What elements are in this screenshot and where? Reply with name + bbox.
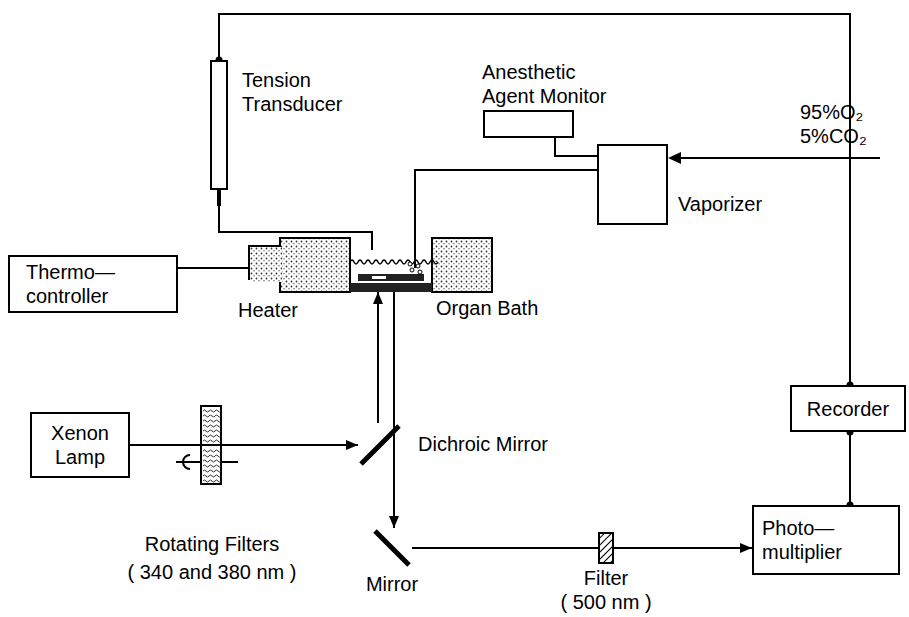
thermo-controller: Thermo— controller [8,255,178,313]
node-label: ( 340 and 380 nm ) [128,560,297,584]
connector [130,445,200,446]
rotating-filters-symbol [200,405,222,485]
node-label: Tension Transducer [242,68,362,116]
gas-inlet-arrow [668,152,681,164]
node-label: Photo— multiplier [762,516,862,564]
transducer-pin [217,190,221,206]
connector [219,206,372,250]
connector [389,292,399,528]
connector [222,440,358,450]
node-label: ( 500 nm ) [560,590,651,614]
node-label: Anesthetic Agent Monitor [482,60,624,108]
connector [216,14,854,389]
connector [178,268,248,269]
connector [555,138,597,156]
connector [412,548,598,549]
heater: Heater [248,245,280,280]
emission-filter-symbol [598,532,614,564]
node-label: Recorder [798,397,898,421]
xenon-lamp: Xenon Lamp [30,412,130,478]
connector [415,170,597,268]
mirror: Mirror [372,528,412,568]
node-label: Vaporizer [678,192,762,216]
node-label: Filter [584,566,628,590]
rotation-symbol [183,455,190,469]
dichroic-mirror-symbol [358,423,402,467]
insulation-block [280,238,350,292]
node-label: Xenon Lamp [40,421,120,469]
photomultiplier: Photo— multiplier [752,505,900,575]
organ-bath: Organ Bath [350,250,432,292]
insulation-block [432,238,492,292]
node-label: Organ Bath [436,296,538,320]
node-label: Thermo— controller [26,260,136,308]
organ-bath-symbol [350,250,432,292]
connector [614,543,752,553]
rotating-filters: Rotating Filters( 340 and 380 nm ) [200,405,222,485]
heater-symbol [250,247,282,282]
connector [847,429,854,509]
dichroic-mirror: Dichroic Mirror [358,423,402,467]
emission-filter: Filter( 500 nm ) [598,532,614,564]
gas-label: 5%CO₂ [800,124,867,148]
node-label: Heater [238,298,298,322]
node-label: Mirror [366,572,418,596]
agent-monitor: Anesthetic Agent Monitor [483,110,574,138]
node-label: Rotating Filters [145,532,280,556]
connector [373,292,383,423]
mirror-symbol [372,528,412,568]
tension-transducer: Tension Transducer [210,60,228,190]
node-label: Dichroic Mirror [418,432,548,456]
recorder: Recorder [790,385,906,432]
vaporizer: Vaporizer [597,144,668,225]
gas-label: 95%O₂ [800,100,863,124]
